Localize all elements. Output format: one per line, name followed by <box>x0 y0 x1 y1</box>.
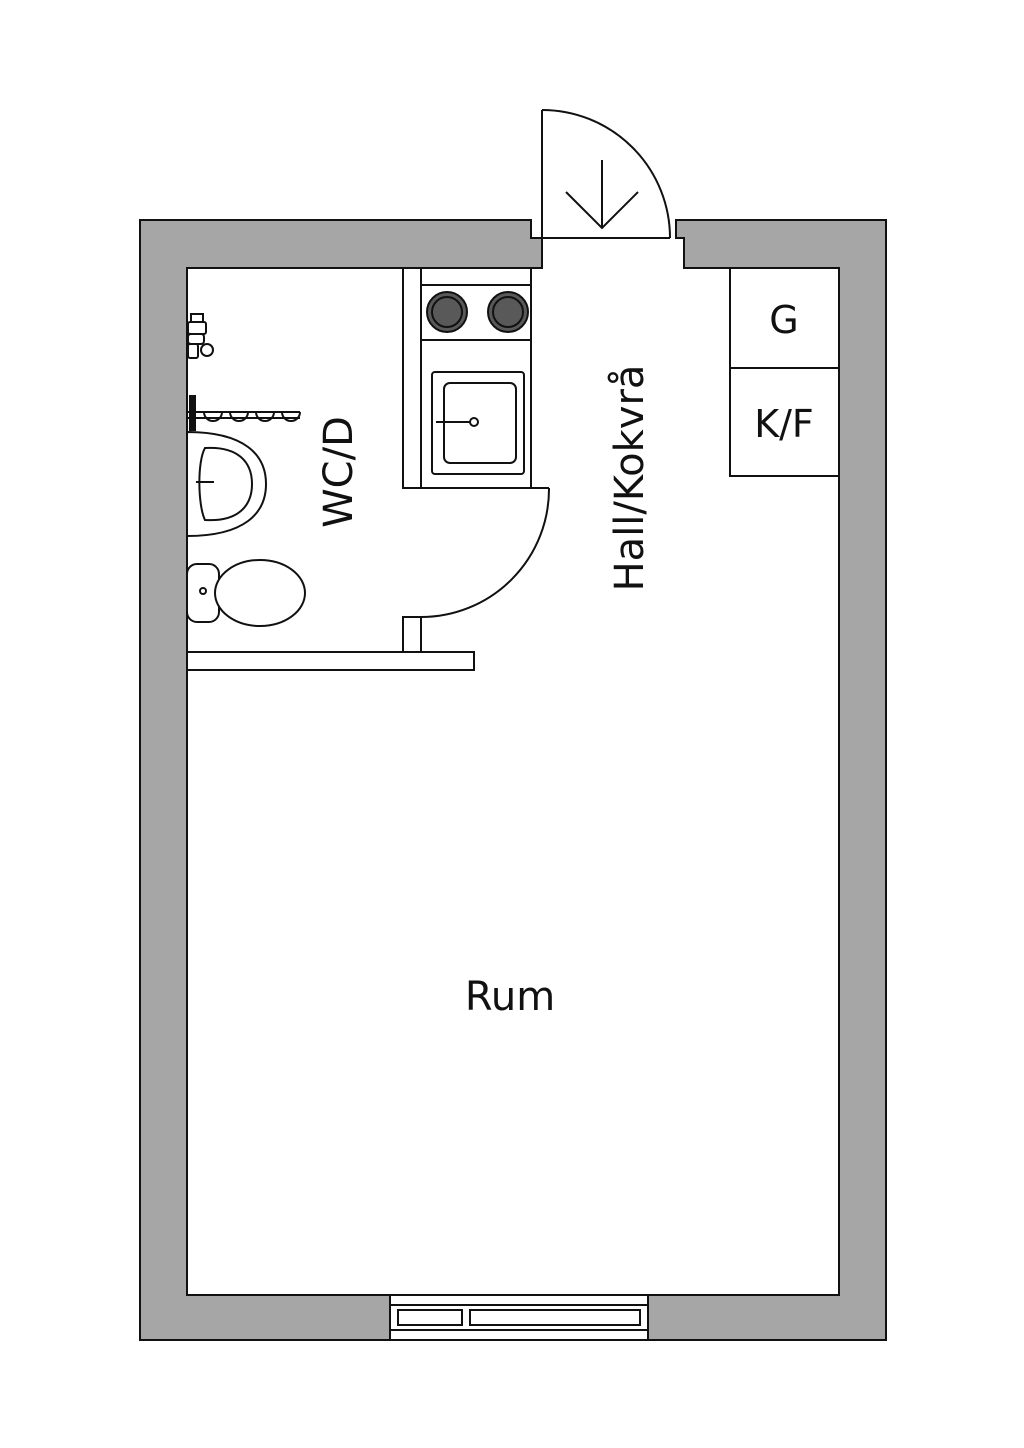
curtain-ring-icon <box>255 411 275 422</box>
bathroom-door-swing <box>420 487 551 618</box>
cabinet-kf-label: K/F <box>754 402 814 446</box>
sink-drain-icon <box>469 417 479 427</box>
cabinets <box>729 267 840 477</box>
bath-hall-partition-lower <box>402 616 422 653</box>
bathroom-fixtures <box>186 313 306 627</box>
bathroom-door <box>420 487 551 618</box>
window <box>389 1294 649 1341</box>
outer-walls <box>139 219 887 1341</box>
room-label: Rum <box>465 974 555 1020</box>
kitchenette <box>420 267 532 489</box>
cabinet-g-label: G <box>769 298 798 342</box>
curtain-ring-icon <box>203 411 223 422</box>
bath-room-partition <box>186 651 475 671</box>
curtain-ring-icon <box>281 411 301 422</box>
window-pane <box>469 1309 641 1326</box>
rail-holder <box>189 395 196 431</box>
toilet <box>186 559 306 627</box>
cabinet-kf <box>729 367 840 477</box>
stove-burner-icon <box>492 296 524 328</box>
shower-mixer-icon <box>187 313 214 359</box>
bath-hall-partition-upper <box>402 267 422 489</box>
window-pane <box>397 1309 463 1326</box>
curtain-ring-icon <box>229 411 249 422</box>
entrance-door-swing <box>541 109 671 239</box>
bathroom-label: WC/D <box>316 416 362 528</box>
entrance-door <box>541 109 671 239</box>
washbasin-outline <box>186 430 268 538</box>
entry-arrowhead-icon <box>565 191 639 230</box>
shower-curtain-rail <box>187 395 301 431</box>
room-labels: WC/D Hall/Kokvrå Rum G K/F <box>316 298 814 1020</box>
hall-kitchen-label: Hall/Kokvrå <box>607 365 653 592</box>
toilet-button-icon <box>199 587 207 595</box>
cabinet-g <box>729 267 840 369</box>
stove-burner-icon <box>431 296 463 328</box>
washbasin-bowl <box>198 446 254 522</box>
toilet-bowl <box>214 559 306 627</box>
interior-walls <box>186 267 475 671</box>
washbasin <box>186 430 268 538</box>
exterior-wall <box>139 219 887 1341</box>
